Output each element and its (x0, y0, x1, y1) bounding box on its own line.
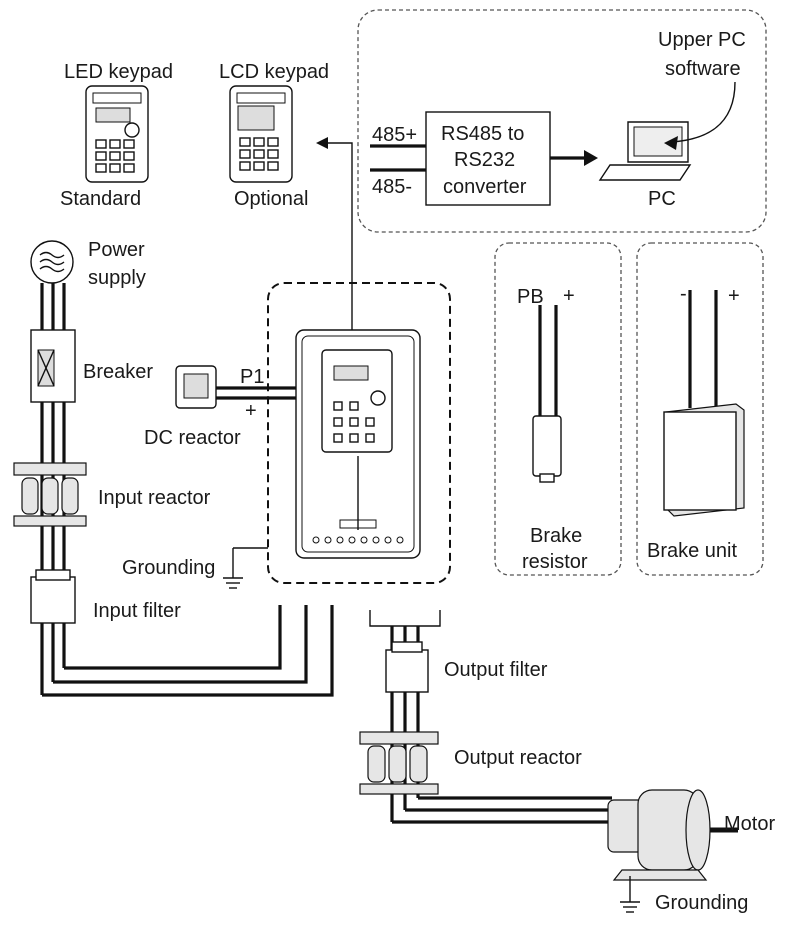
brake-unit-label: Brake unit (647, 540, 737, 562)
power-supply-label-2: supply (88, 267, 146, 289)
p1-label: P1 (240, 366, 264, 388)
brake-unit-frame (636, 242, 764, 576)
laptop-icon (598, 121, 692, 181)
standard-label: Standard (60, 188, 141, 210)
input-wire-l2-route (53, 605, 308, 684)
led-keypad-icon (85, 85, 149, 183)
brake-unit-minus-label: - (680, 283, 687, 305)
lcd-keypad-icon (229, 85, 293, 183)
ac-source-icon (30, 240, 74, 284)
output-filter-icon (385, 641, 429, 693)
input-filter-label: Input filter (93, 600, 181, 622)
pb-label: PB (517, 286, 544, 308)
output-filter-label: Output filter (444, 659, 548, 681)
dc-reactor-icon (175, 365, 217, 409)
software-arrow-icon (664, 136, 678, 150)
optional-label: Optional (234, 188, 309, 210)
inverter-icon (295, 329, 421, 559)
motor-ground-icon (620, 876, 640, 913)
converter-label-3: converter (443, 176, 527, 198)
grounding-label-input: Grounding (122, 557, 215, 579)
input-wire-l1-route (42, 605, 334, 697)
converter-label-2: RS232 (454, 149, 515, 171)
reactor-icon (13, 462, 87, 527)
motor-icon (607, 789, 738, 881)
port-485-plus-label: 485+ (372, 124, 417, 146)
output-reactor-icon (359, 731, 439, 795)
keypad-arrow-icon (316, 137, 328, 149)
upper-pc-label-2: software (665, 58, 741, 80)
keypad-cable (320, 142, 353, 330)
brake-resistor-label-1: Brake (530, 525, 582, 547)
output-reactor-label: Output reactor (454, 747, 582, 769)
input-filter-icon (30, 569, 76, 624)
brake-resistor-label-2: resistor (522, 551, 588, 573)
pc-communication-frame (357, 9, 767, 233)
rs485-converter-box (425, 111, 551, 206)
lcd-keypad-label: LCD keypad (219, 61, 329, 83)
brake-resistor-icon (532, 415, 562, 483)
input-reactor-label: Input reactor (98, 487, 211, 509)
brake-unit-icon (663, 403, 745, 517)
brake-unit-plus-label: + (728, 285, 740, 307)
grounding-label-motor: Grounding (655, 892, 748, 914)
motor-label: Motor (724, 813, 775, 835)
breaker-icon (30, 329, 76, 403)
input-wire-l3-route (64, 605, 282, 670)
breaker-label: Breaker (83, 361, 153, 383)
pc-arrow-icon (584, 150, 598, 166)
brake-resistor-plus-label: + (563, 285, 575, 307)
power-supply-label-1: Power (88, 239, 145, 261)
pc-label: PC (648, 188, 676, 210)
software-pointer (671, 81, 736, 143)
brake-resistor-frame (494, 242, 622, 576)
output-bus (369, 610, 441, 627)
upper-pc-label-1: Upper PC (658, 29, 746, 51)
dc-reactor-plus-label: + (245, 400, 257, 422)
dc-reactor-label: DC reactor (144, 427, 241, 449)
ground-icon (223, 547, 268, 589)
converter-label-1: RS485 to (441, 123, 524, 145)
port-485-minus-label: 485- (372, 176, 412, 198)
led-keypad-label: LED keypad (64, 61, 173, 83)
